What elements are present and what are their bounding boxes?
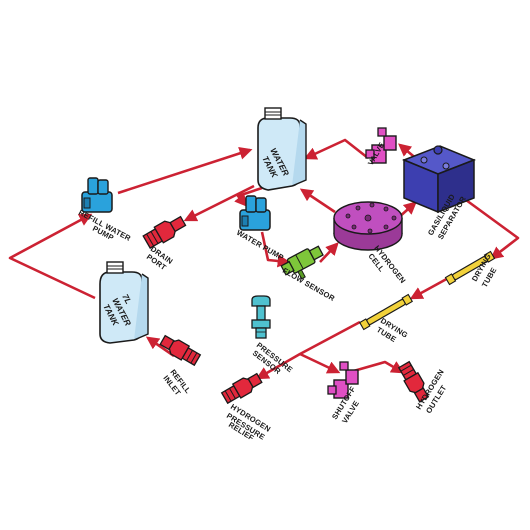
drying-tube-1: DRYING TUBE [444,250,498,289]
pipe-tank-to-water-pump [234,186,263,207]
pipe-inlet-to-7l-tank [145,336,175,358]
water-tank: WATER TANK [257,107,307,191]
7l-water-tank: 7L WATER TANK [99,261,149,344]
pipes [8,138,520,380]
pipe-to-pressure-relief [255,352,301,380]
pipe-cell-to-tank [299,188,336,214]
pipe-tank-to-drain [183,184,255,222]
pipe-drying-1-to-drying-2 [409,274,453,300]
hydrogen-cell: HYDROGEN CELL [333,201,408,285]
pipe-shutoff-to-outlet [349,360,405,374]
drying-tube-2: DRYING TUBE [358,293,414,344]
gas-liquid-separator: GAS/LIQUID SEPARATOR [401,145,477,241]
pipe-separator-to-drying-1 [465,198,520,260]
drain-port: DRAIN PORT [142,215,187,272]
pressure-sensor: PRESSURE SENSOR [251,295,295,376]
pipe-flow-sensor-to-cell [319,242,339,263]
7l-tank-label-1: 7L [120,292,133,305]
shutoff-valve: SHUTOFF VALVE [327,361,361,425]
pipe-valve-to-tank [303,138,369,160]
pipe-refill-pump-to-tank [117,147,253,195]
water-pump-label: WATER PUMP [235,228,285,262]
pipe-drying-2-to-shutoff [298,320,361,374]
pipe-7l-tank-to-refill-pump [8,213,96,300]
water-pump: WATER PUMP [235,195,285,262]
refill-water-pump: REFILL WATER PUMP [77,177,133,243]
hydrogen-pressure-relief: HYDROGEN PRESSURE RELIEF [220,372,272,443]
pipe-water-pump-to-flow-sensor [260,231,291,268]
hydrogen-outlet: HYDROGEN OUTLET [397,360,449,415]
refill-inlet: REFILL INLET [159,334,202,397]
valve: VALVE [365,127,397,167]
flow-sensor-label: FLOW SENSOR [281,266,337,303]
